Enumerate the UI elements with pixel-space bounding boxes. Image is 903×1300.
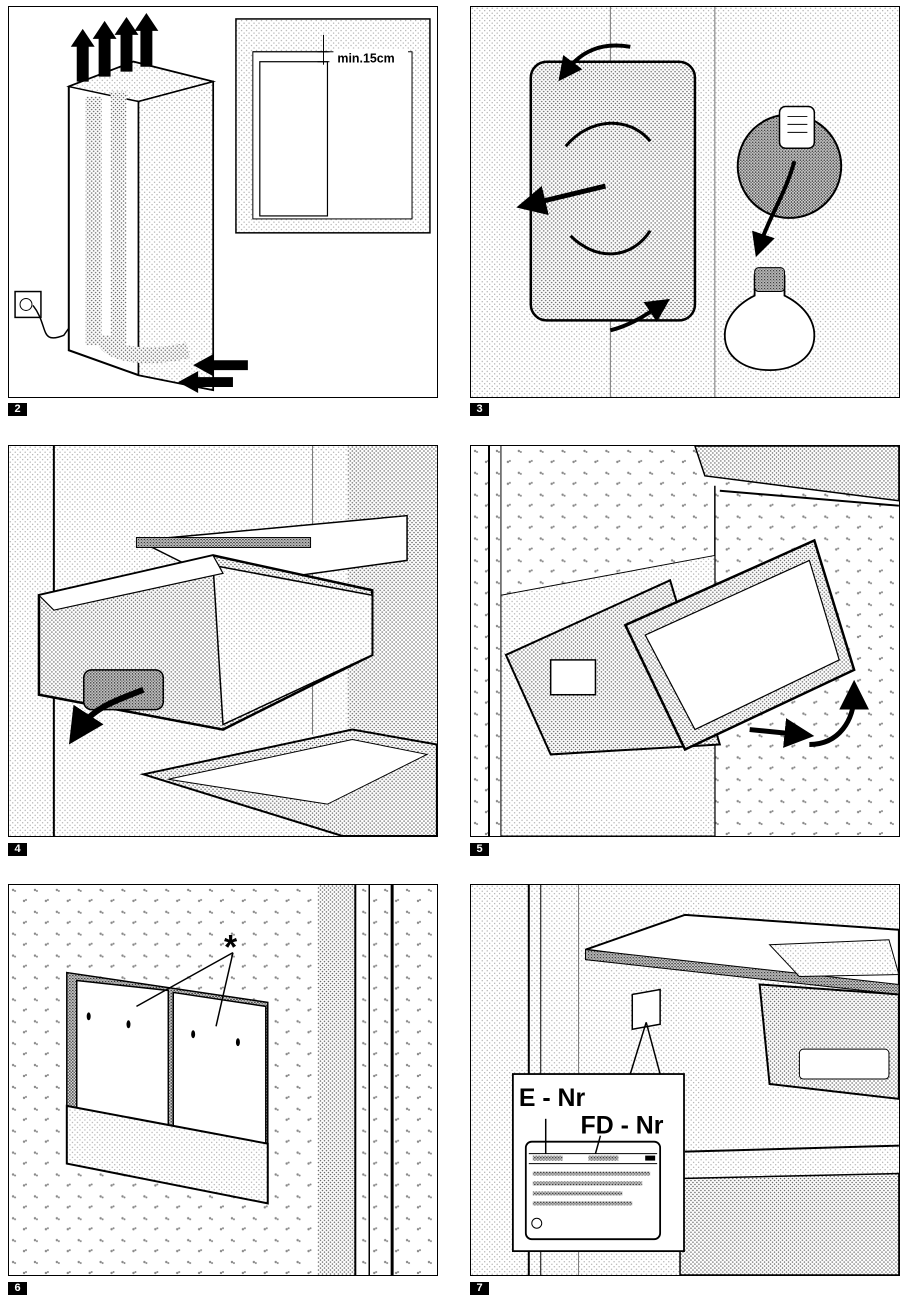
figure-3-drawing: [471, 7, 899, 397]
fd-nr-label: FD - Nr: [581, 1112, 664, 1140]
figure-3-bulb-change: [470, 6, 900, 398]
figure-7-rating-plate: E - Nr FD - Nr: [470, 884, 900, 1276]
figure-3-number: 3: [470, 403, 489, 416]
figure-6-number: 6: [8, 1282, 27, 1295]
figure-7-number: 7: [470, 1282, 489, 1295]
asterisk-marker: *: [224, 929, 238, 967]
figure-6-drawing: *: [9, 885, 437, 1275]
figure-2-ventilation: min.15cm: [8, 6, 438, 398]
figure-4-drawing: [9, 446, 437, 836]
figure-5-freezer-drawer: [470, 445, 900, 837]
figure-5-drawing: [471, 446, 899, 836]
figure-4-drawer-removal: [8, 445, 438, 837]
e-nr-label: E - Nr: [519, 1084, 586, 1112]
figure-2-number: 2: [8, 403, 27, 416]
figure-6-ice-packs: *: [8, 884, 438, 1276]
figure-4-number: 4: [8, 843, 27, 856]
figure-7-drawing: E - Nr FD - Nr: [471, 885, 899, 1275]
figure-2-drawing: min.15cm: [14, 12, 431, 394]
min-clearance-label: min.15cm: [337, 52, 394, 66]
figure-5-number: 5: [470, 843, 489, 856]
